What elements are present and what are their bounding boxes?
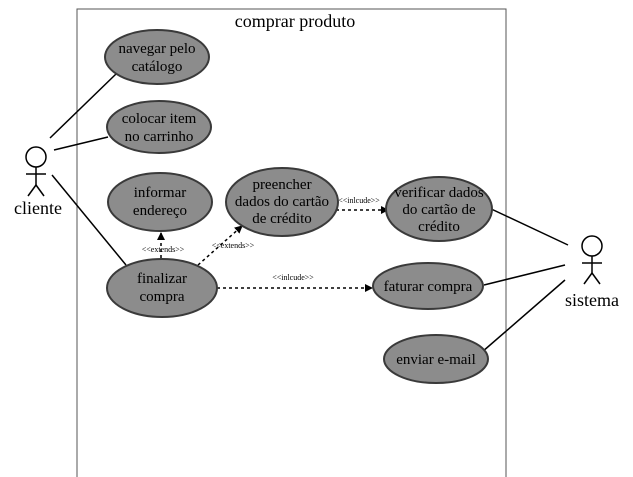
use-case-informar[interactable]: informar endereço (107, 172, 213, 232)
actor-sistema-label: sistema (565, 290, 619, 310)
label-include-faturar: <<inlcude>> (272, 273, 314, 282)
arrow-extends-preencher (197, 225, 243, 266)
system-boundary (76, 8, 507, 477)
use-case-navegar-line1: navegar pelo (118, 41, 195, 57)
use-case-preencher[interactable]: preencher dados do cartão de crédito (225, 167, 339, 237)
label-extends-preencher: <<extends>> (212, 241, 255, 250)
assoc-cliente-colocar (53, 136, 109, 151)
use-case-verificar-line3: crédito (418, 219, 460, 235)
use-case-navegar-line2: catálogo (132, 59, 183, 75)
use-case-navegar[interactable]: navegar pelo catálogo (104, 29, 210, 85)
use-case-enviar-line1: enviar e-mail (396, 352, 476, 368)
use-case-preencher-line1: preencher (252, 177, 311, 193)
system-title: comprar produto (235, 11, 355, 31)
assoc-faturar-sistema (483, 264, 566, 286)
assoc-cliente-finalizar (51, 174, 127, 266)
assoc-enviar-sistema (481, 279, 566, 353)
use-case-faturar-line1: faturar compra (384, 279, 473, 295)
use-case-finalizar[interactable]: finalizar compra (106, 258, 218, 318)
label-include-verificar: <<inlcude>> (338, 196, 380, 205)
use-case-preencher-line2: dados do cartão (235, 194, 329, 210)
use-case-verificar-line1: verificar dados (394, 185, 484, 201)
actor-sistema-head (581, 235, 603, 257)
use-case-preencher-line3: de crédito (252, 211, 312, 227)
use-case-informar-line2: endereço (133, 203, 187, 219)
assoc-verificar-sistema (486, 206, 569, 246)
use-case-colocar-line1: colocar item (122, 111, 197, 127)
actor-cliente-head (25, 146, 47, 168)
use-case-verificar[interactable]: verificar dados do cartão de crédito (385, 176, 493, 242)
use-case-colocar-line2: no carrinho (125, 129, 194, 145)
associations (49, 73, 569, 353)
use-case-enviar[interactable]: enviar e-mail (383, 334, 489, 384)
use-case-colocar[interactable]: colocar item no carrinho (106, 100, 212, 154)
actor-sistema[interactable] (581, 235, 603, 285)
use-case-finalizar-line2: compra (140, 289, 185, 305)
use-case-finalizar-line1: finalizar (137, 271, 187, 287)
assoc-cliente-navegar (49, 73, 117, 139)
actor-cliente[interactable] (25, 146, 47, 197)
label-extends-informar: <<extends>> (142, 245, 185, 254)
use-case-informar-line1: informar (134, 185, 186, 201)
use-case-faturar[interactable]: faturar compra (372, 262, 484, 310)
actor-cliente-label: cliente (14, 198, 62, 218)
use-case-verificar-line2: do cartão de (402, 202, 476, 218)
